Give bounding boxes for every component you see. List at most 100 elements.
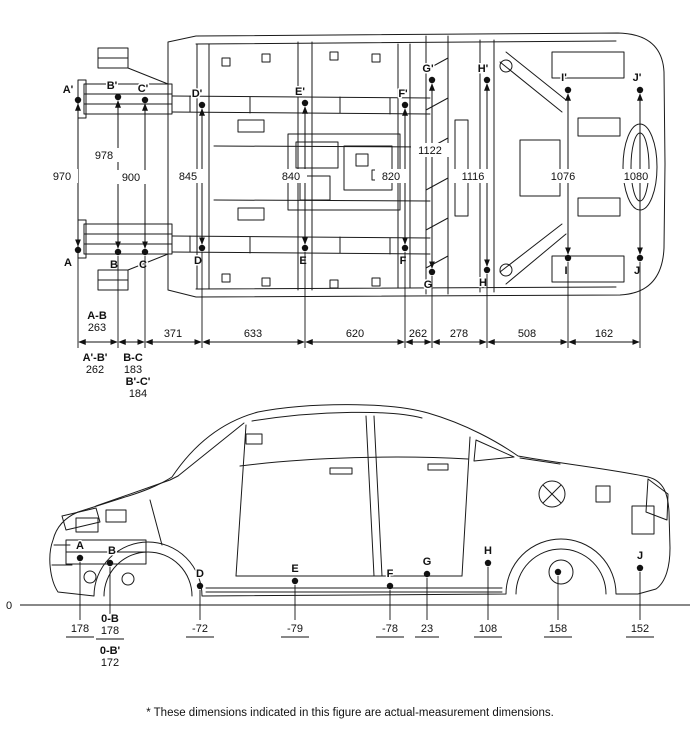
point-label: B: [110, 259, 118, 271]
point-label: E: [291, 563, 298, 575]
point-label: F: [387, 568, 394, 580]
dim-value: 152: [631, 623, 649, 635]
point-label: D': [192, 88, 203, 100]
point-label: J': [633, 72, 642, 84]
dim-value: 978: [95, 150, 113, 162]
dim-pair-label: B'-C': [126, 376, 151, 388]
width-dimension-values: 970 978 900 845 840 820 1122 1116 1076 1…: [46, 143, 655, 184]
dim-value: 1076: [551, 171, 575, 183]
measure-point: [428, 76, 436, 84]
dim-value: 1116: [462, 171, 485, 183]
leader-lines: [79, 562, 641, 620]
dim-value: 620: [346, 328, 364, 340]
measure-point: [484, 559, 492, 567]
dim-pair-label: B-C: [123, 352, 143, 364]
dim-value: -79: [287, 623, 303, 635]
dim-value: -78: [382, 623, 398, 635]
measure-point: [636, 254, 644, 262]
dim-pair-value: 184: [129, 388, 147, 400]
dim-value: 840: [282, 171, 300, 183]
measure-point: [74, 96, 82, 104]
point-label: E: [299, 255, 306, 267]
point-label: F': [398, 88, 408, 100]
measure-point: [114, 248, 122, 256]
dim-value: 970: [53, 171, 71, 183]
dim-value: 1080: [624, 171, 648, 183]
point-label: H: [484, 545, 492, 557]
point-label: G: [424, 279, 433, 291]
point-label: D: [194, 255, 202, 267]
point-label: J: [634, 265, 640, 277]
measure-point: [483, 266, 491, 274]
dim-value: -72: [192, 623, 208, 635]
dim-pair-label: 0-B': [100, 645, 121, 657]
point-label: H': [478, 63, 489, 75]
point-label: I': [561, 72, 567, 84]
measure-point: [291, 577, 299, 585]
point-label: H: [479, 277, 487, 289]
dim-value: 162: [595, 328, 613, 340]
dim-pair-label: A-B: [87, 310, 107, 322]
point-label: A: [76, 540, 84, 552]
dim-value: 900: [122, 172, 140, 184]
measure-point: [401, 101, 409, 109]
point-label: B': [107, 80, 118, 92]
point-label: G: [423, 556, 432, 568]
dim-value: 633: [244, 328, 262, 340]
measure-point: [636, 564, 644, 572]
measure-point: [636, 86, 644, 94]
measure-point: [74, 246, 82, 254]
measure-point: [141, 248, 149, 256]
extension-lines: [77, 252, 641, 348]
zero-label: 0: [6, 600, 12, 612]
measure-point: [564, 254, 572, 262]
dim-value: 158: [549, 623, 567, 635]
measure-point: [401, 244, 409, 252]
dim-value: 178: [71, 623, 89, 635]
measure-point: [428, 268, 436, 276]
point-label: B: [108, 545, 116, 557]
side-view-illustration: [49, 404, 671, 597]
dim-value: 23: [421, 623, 433, 635]
value-underlines: [66, 636, 654, 640]
dim-pair-value: 178: [101, 625, 119, 637]
side-view-dimensions: 0 A B D E F G H J 1: [6, 539, 690, 671]
point-label: F: [400, 255, 407, 267]
measure-point: [301, 99, 309, 107]
dim-value: 1122: [418, 145, 442, 157]
measure-point: [198, 244, 206, 252]
point-label: G': [422, 63, 434, 75]
point-label: I: [564, 265, 567, 277]
measure-point: [196, 582, 204, 590]
point-label: A': [63, 84, 74, 96]
dim-value: 820: [382, 171, 400, 183]
dim-value: 262: [409, 328, 427, 340]
dim-value: 845: [179, 171, 197, 183]
measure-point: [483, 76, 491, 84]
footnote: * These dimensions indicated in this fig…: [146, 707, 554, 719]
point-label: C: [139, 259, 147, 271]
point-label: C': [138, 83, 149, 95]
dim-pair-value: 172: [101, 657, 119, 669]
dim-value: 508: [518, 328, 536, 340]
dim-pair-value: 262: [86, 364, 104, 376]
dim-value: 278: [450, 328, 468, 340]
measure-point: [386, 582, 394, 590]
dim-value: 108: [479, 623, 497, 635]
measure-point: [114, 93, 122, 101]
point-label: D: [196, 568, 204, 580]
point-label: A: [64, 257, 72, 269]
underbody-dimensions: A' B' C' D' E' F' G' H' I' J' A B C D E …: [46, 62, 655, 402]
measure-point: [141, 96, 149, 104]
point-label: J: [637, 550, 643, 562]
dim-pair-label: 0-B: [101, 613, 119, 625]
dim-pair-value: 263: [88, 322, 106, 334]
measure-point: [106, 559, 114, 567]
measure-point: [198, 101, 206, 109]
measure-points: [76, 554, 644, 590]
measure-point: [423, 570, 431, 578]
measure-point: [564, 86, 572, 94]
measure-point: [301, 244, 309, 252]
dim-value: 371: [164, 328, 182, 340]
